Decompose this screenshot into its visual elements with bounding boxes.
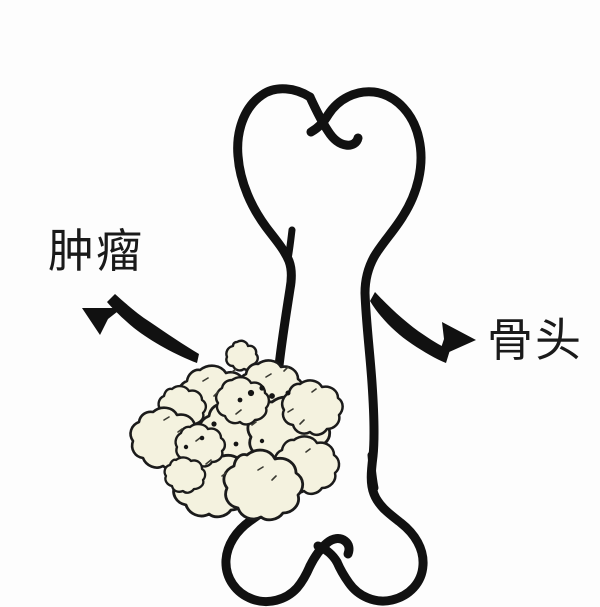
curved-arrow-left-icon	[82, 294, 199, 363]
tumor-texture	[163, 366, 317, 481]
arrow-right-head	[438, 322, 476, 357]
bone-bottom-notch-hook	[313, 541, 342, 567]
tumor-junction-dots	[183, 385, 291, 450]
tumor-lobe	[222, 448, 305, 522]
bone-shaft-top-notch	[284, 226, 296, 263]
tumor-lobe	[214, 375, 271, 426]
tumor-lobe	[163, 456, 207, 494]
tumor-lobe	[174, 422, 227, 468]
bone-right-contour	[323, 87, 428, 606]
arrow-left-head	[82, 308, 122, 335]
tumor-lobe	[225, 339, 259, 372]
curved-arrow-right-icon	[370, 292, 476, 363]
bone-top-notch	[305, 92, 363, 150]
bone-top-notch-hook	[306, 110, 333, 137]
bone-shaft-bottom-notch	[367, 451, 379, 492]
tumor-cluster	[129, 339, 344, 522]
label-bone: 骨头	[487, 314, 583, 366]
arrow-left-tail	[107, 294, 199, 363]
label-tumor: 肿瘤	[48, 225, 144, 277]
bone-bottom-notch	[305, 534, 354, 571]
arrow-right-tail	[370, 292, 450, 363]
tumor-lobe	[280, 379, 344, 437]
